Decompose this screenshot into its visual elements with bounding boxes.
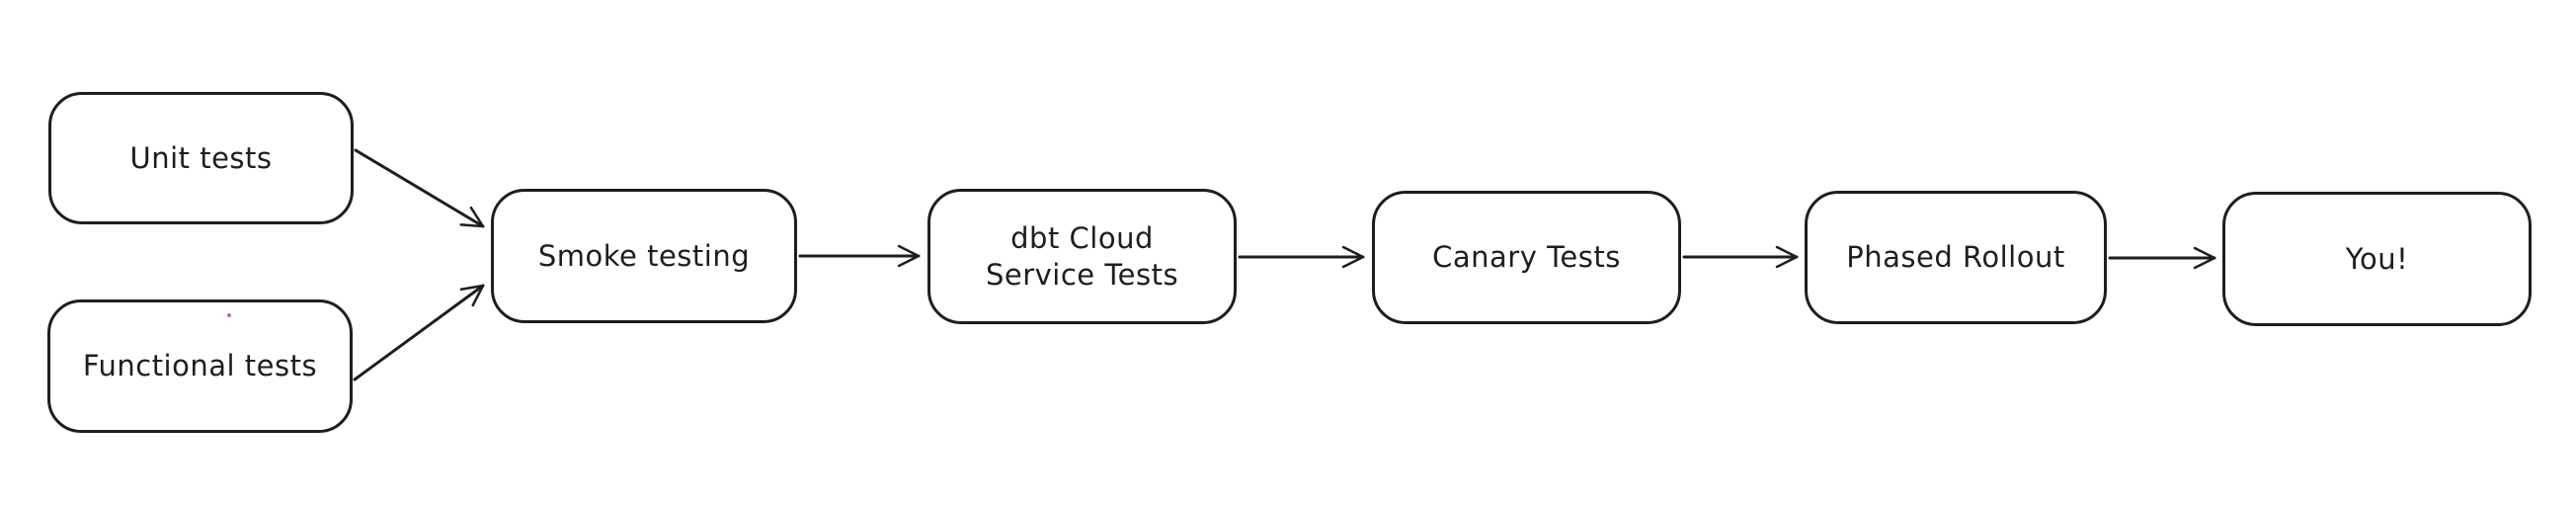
node-functional-tests-label: Functional tests	[82, 349, 318, 383]
node-you: You!	[2222, 192, 2532, 326]
node-you-label: You!	[2345, 241, 2409, 276]
edge-unit-tests-to-smoke-testing	[354, 148, 485, 228]
edge-functional-tests-to-smoke-testing	[353, 284, 485, 382]
node-unit-tests: Unit tests	[48, 92, 354, 224]
node-phased-rollout-label: Phased Rollout	[1846, 240, 2065, 275]
red-speck-artifact	[227, 313, 231, 317]
node-canary-tests-label: Canary Tests	[1432, 240, 1621, 275]
node-phased-rollout: Phased Rollout	[1805, 191, 2107, 324]
node-unit-tests-label: Unit tests	[129, 140, 273, 175]
node-smoke-testing: Smoke testing	[491, 189, 797, 323]
node-dbt-cloud-service-tests-label: dbt Cloud Service Tests	[985, 221, 1179, 292]
node-smoke-testing-label: Smoke testing	[537, 238, 751, 273]
node-canary-tests: Canary Tests	[1372, 191, 1681, 324]
node-functional-tests: Functional tests	[47, 299, 353, 433]
node-dbt-cloud-service-tests: dbt Cloud Service Tests	[927, 189, 1237, 324]
